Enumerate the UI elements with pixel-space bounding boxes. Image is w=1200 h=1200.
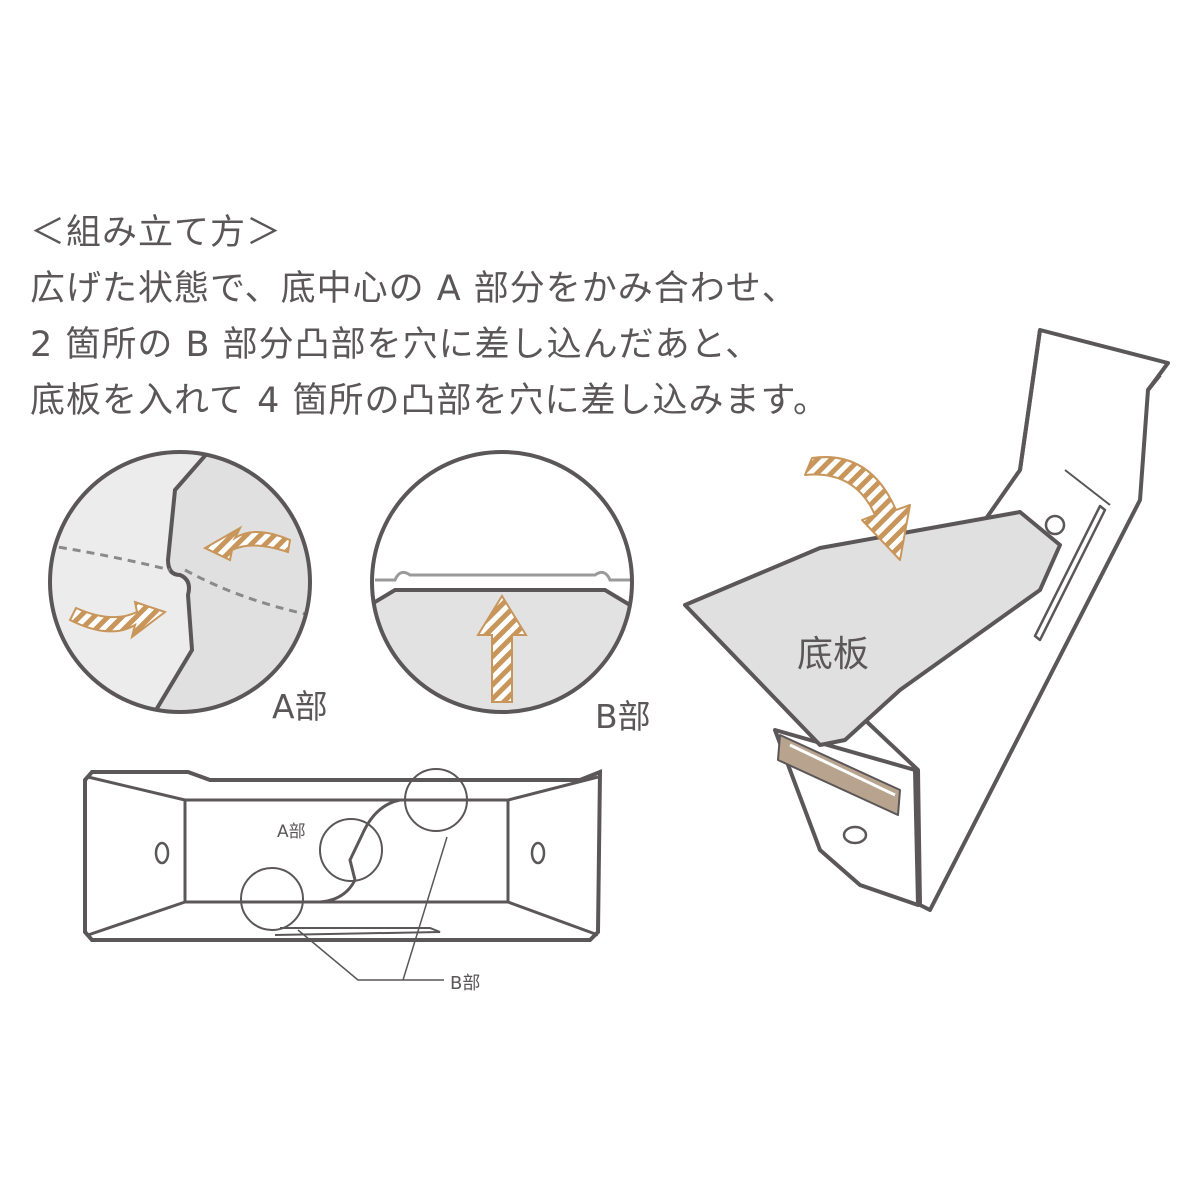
detail-b-circle bbox=[370, 450, 634, 714]
instructions-heading: ＜組み立て方＞ bbox=[30, 213, 283, 253]
flat-layout bbox=[83, 768, 603, 981]
arrow-icon bbox=[68, 600, 168, 640]
arrow-icon bbox=[202, 525, 292, 562]
instruction-line: 2 箇所の B 部分凸部を穴に差し込んだあと、 bbox=[30, 325, 762, 365]
flat-b-label: B部 bbox=[450, 973, 481, 994]
box-3d bbox=[683, 328, 1170, 912]
instruction-line: 広げた状態で、底中心の A 部分をかみ合わせ、 bbox=[30, 269, 798, 309]
detail-a-circle bbox=[48, 450, 312, 714]
instructions: ＜組み立て方＞ 広げた状態で、底中心の A 部分をかみ合わせ、 2 箇所の B … bbox=[30, 205, 829, 429]
hole-icon bbox=[842, 825, 868, 845]
arrow-up-icon bbox=[476, 594, 528, 703]
hole-icon bbox=[530, 841, 546, 865]
detail-a-label: A部 bbox=[272, 687, 328, 726]
detail-b-label: B部 bbox=[595, 697, 651, 736]
hole-icon bbox=[154, 841, 170, 865]
arrow-down-icon bbox=[804, 456, 911, 561]
flat-a-label: A部 bbox=[277, 822, 306, 842]
instruction-line: 底板を入れて 4 箇所の凸部を穴に差し込みます。 bbox=[30, 381, 829, 421]
bottom-board-label: 底板 bbox=[797, 634, 870, 675]
